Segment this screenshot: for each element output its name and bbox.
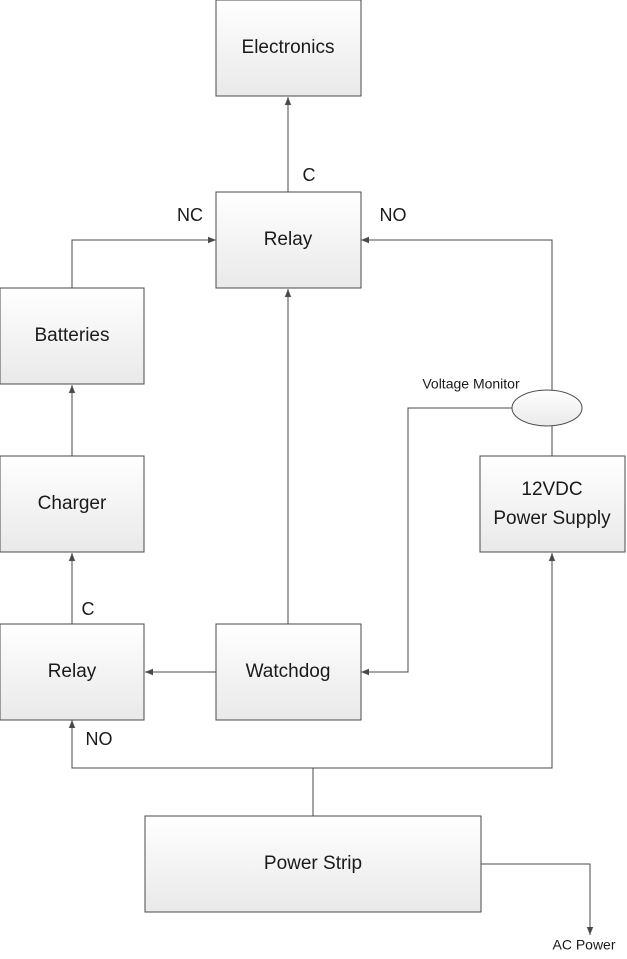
box-relay-bottom: Relay xyxy=(0,623,145,721)
box-relay-top-label: Relay xyxy=(264,229,313,250)
relay-top-c-label: C xyxy=(303,165,316,185)
wire-batteries-to-relay-nc xyxy=(71,236,216,288)
wire-monitor-to-watchdog xyxy=(361,407,512,676)
wire-strip-to-ac xyxy=(481,863,594,935)
box-electronics: Electronics xyxy=(215,0,362,97)
relay-bottom-no-label: NO xyxy=(86,729,113,749)
box-power-supply: 12VDC Power Supply xyxy=(479,455,626,553)
box-power-supply-label-line2: Power Supply xyxy=(493,508,611,529)
wire-strip-to-relay-no xyxy=(68,720,314,816)
relay-bottom-c-label: C xyxy=(82,599,95,619)
box-watchdog: Watchdog xyxy=(215,623,362,721)
relay-top-no-label: NO xyxy=(380,205,407,225)
voltage-monitor-label: Voltage Monitor xyxy=(422,376,520,392)
box-relay-top: Relay xyxy=(215,191,362,289)
box-relay-bottom-label: Relay xyxy=(48,661,97,682)
box-watchdog-label: Watchdog xyxy=(246,661,331,682)
box-batteries: Batteries xyxy=(0,287,145,385)
box-charger-label: Charger xyxy=(38,493,107,514)
box-batteries-label: Batteries xyxy=(35,325,110,346)
relay-top-nc-label: NC xyxy=(177,205,203,225)
voltage-monitor-sensor xyxy=(511,389,583,427)
ac-power-label: AC Power xyxy=(552,937,615,953)
box-power-strip: Power Strip xyxy=(144,815,482,913)
box-charger: Charger xyxy=(0,455,145,553)
wires xyxy=(68,97,594,935)
wire-strip-to-psu xyxy=(313,553,556,769)
box-power-strip-label: Power Strip xyxy=(264,853,362,874)
box-power-supply-label-line1: 12VDC xyxy=(521,479,582,500)
box-electronics-label: Electronics xyxy=(242,37,335,58)
wire-psu-to-relay-no xyxy=(361,236,553,456)
